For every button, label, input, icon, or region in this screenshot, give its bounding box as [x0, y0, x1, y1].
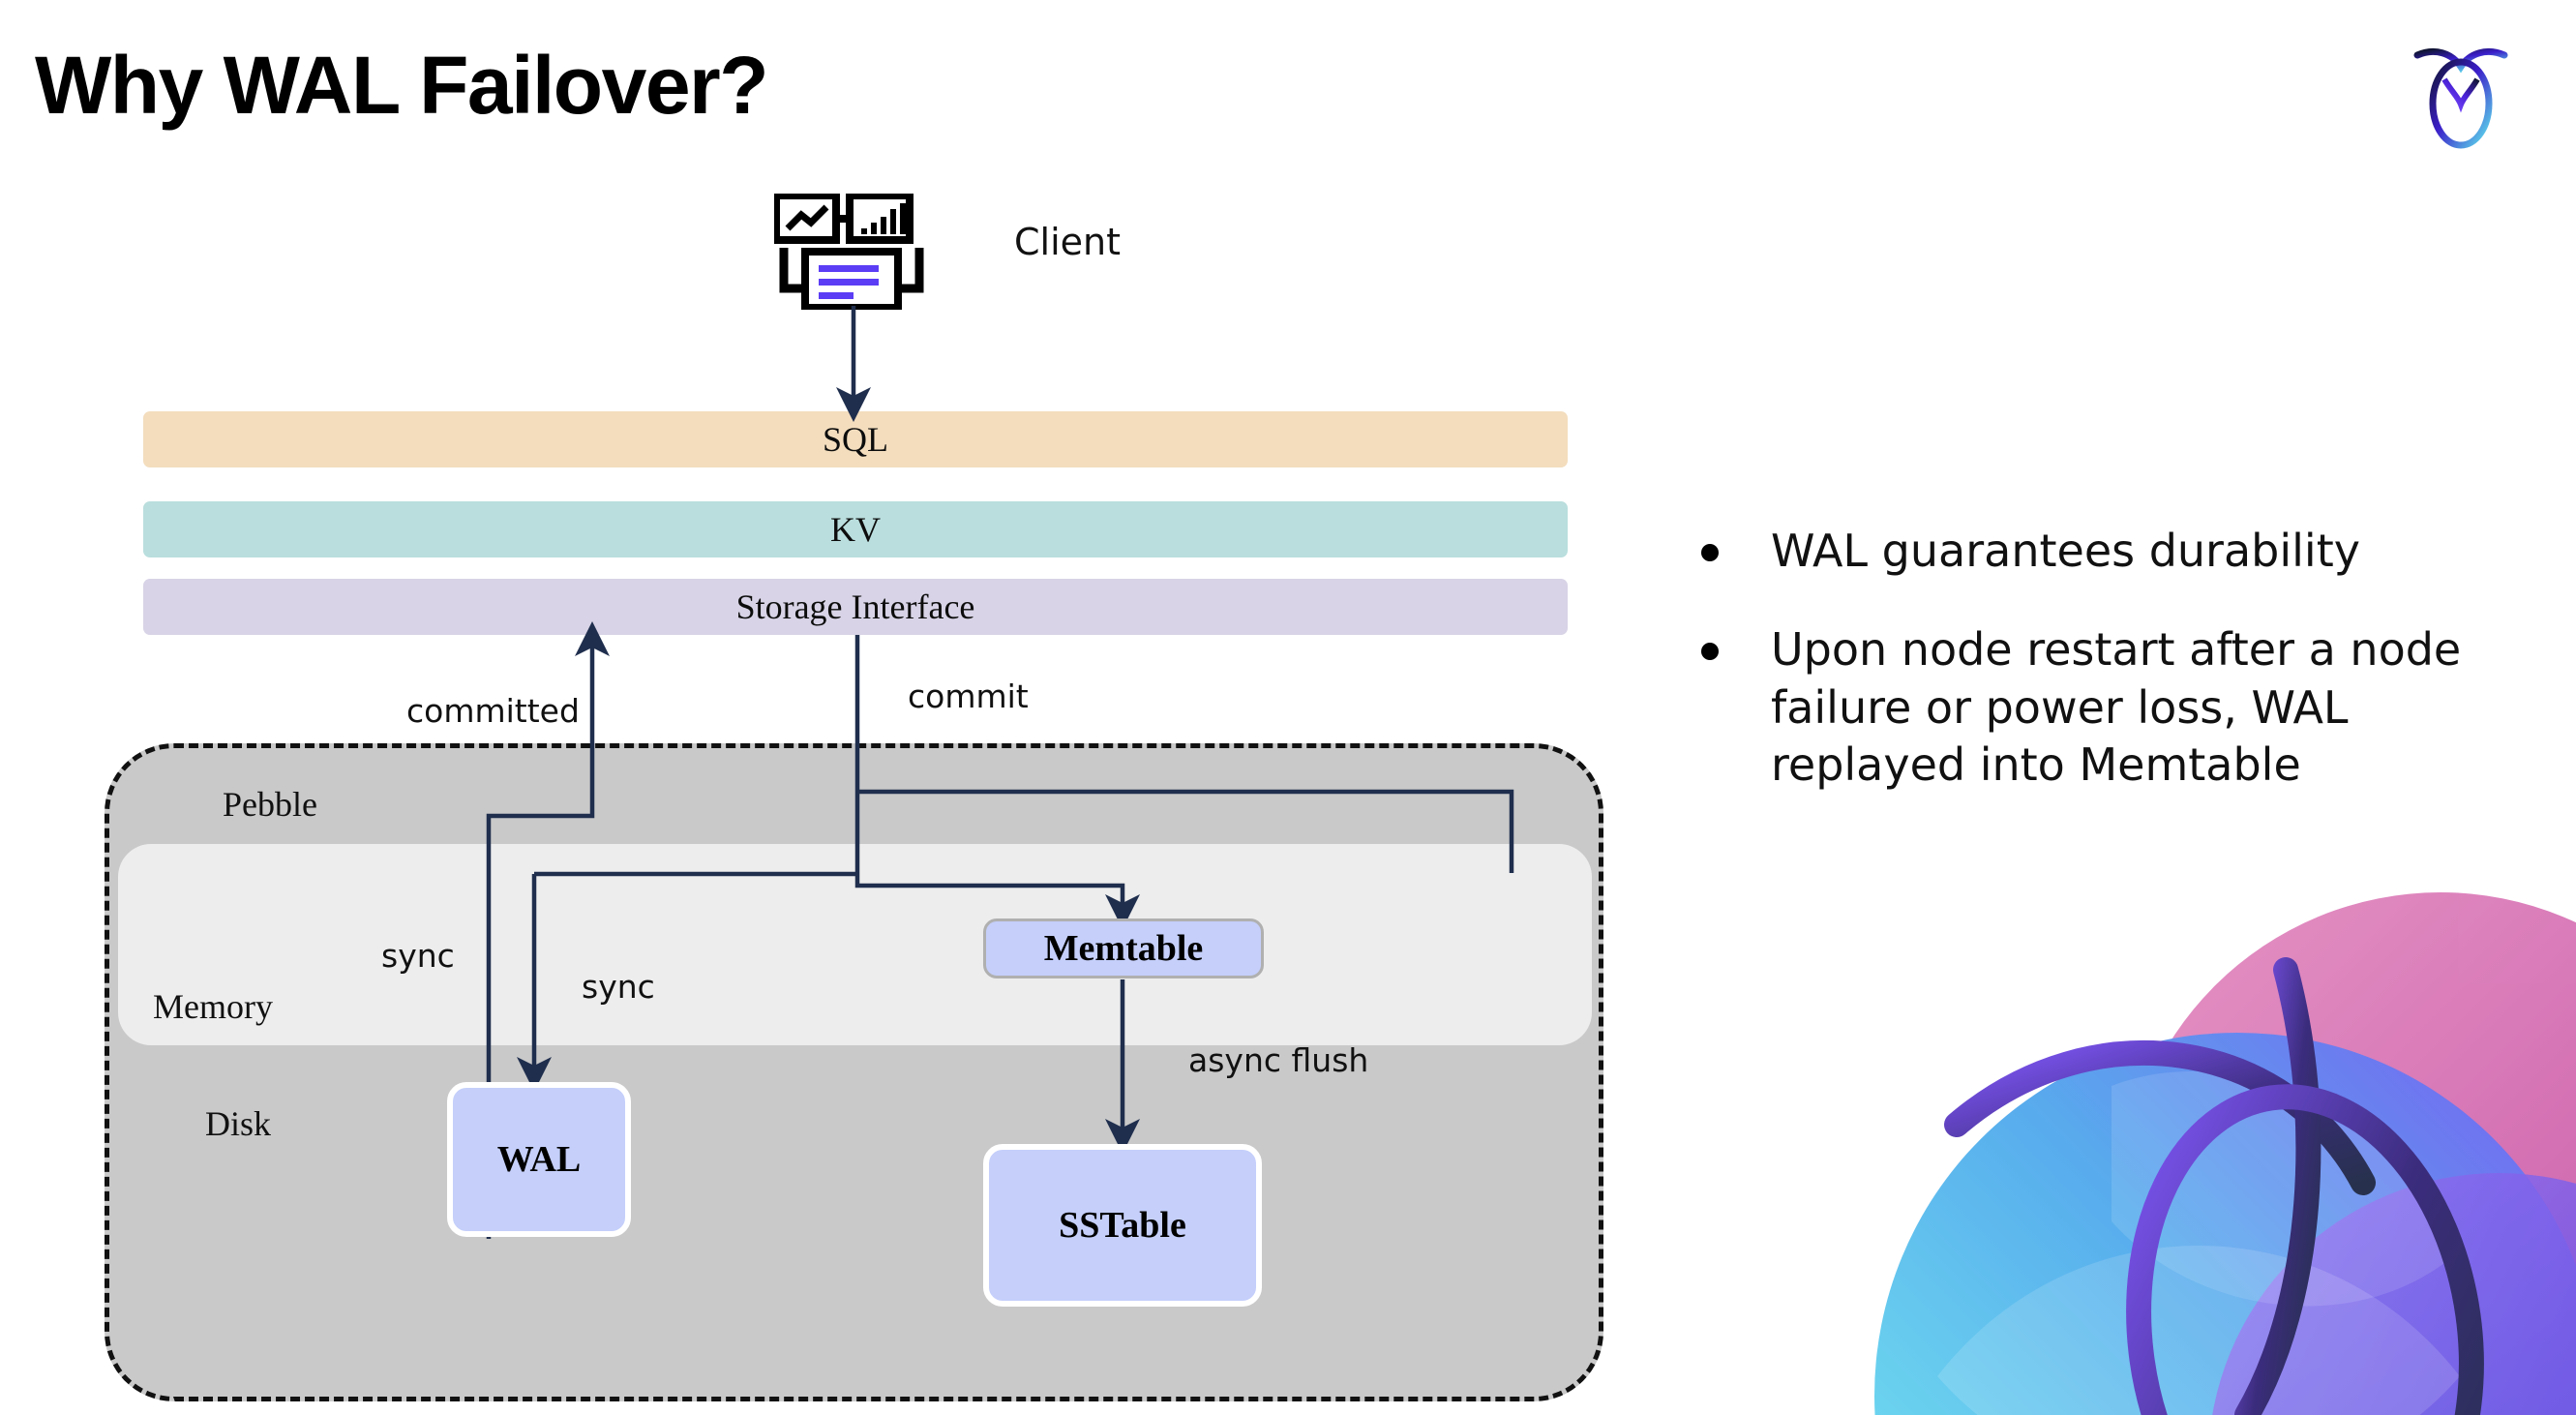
cockroachdb-logo-icon [2398, 27, 2524, 153]
edge-label-commit: commit [908, 677, 1029, 715]
sstable-node: SSTable [983, 1144, 1262, 1307]
sstable-label: SSTable [1059, 1205, 1186, 1246]
storage-interface-layer-bar: Storage Interface [143, 579, 1568, 635]
kv-layer-label: KV [830, 510, 881, 549]
kv-layer-bar: KV [143, 501, 1568, 557]
memory-label: Memory [153, 987, 273, 1026]
list-item: Upon node restart after a node failure o… [1701, 621, 2504, 795]
list-item: WAL guarantees durability [1701, 523, 2504, 581]
page-title: Why WAL Failover? [35, 40, 769, 131]
bullet-dot-icon [1701, 544, 1719, 561]
memory-region [118, 844, 1592, 1045]
bullet-dot-icon [1701, 642, 1719, 660]
wal-label: WAL [496, 1139, 582, 1180]
bullet-text: Upon node restart after a node failure o… [1771, 622, 2462, 792]
memtable-label: Memtable [1043, 928, 1204, 969]
disk-label: Disk [205, 1104, 272, 1143]
bullet-text: WAL guarantees durability [1771, 525, 2360, 577]
pebble-label: Pebble [223, 785, 317, 824]
edge-label-sync-right: sync [582, 968, 655, 1006]
client-label: Client [1014, 221, 1122, 263]
bullet-list: WAL guarantees durability Upon node rest… [1701, 523, 2504, 835]
edge-label-sync-left: sync [381, 937, 455, 975]
storage-interface-layer-label: Storage Interface [735, 587, 975, 626]
sql-layer-label: SQL [822, 420, 888, 459]
wal-node: WAL [447, 1082, 631, 1237]
client-dashboard-icon [772, 192, 929, 312]
edge-label-async-flush: async flush [1188, 1041, 1369, 1079]
memtable-node: Memtable [983, 918, 1264, 978]
edge-label-committed: committed [406, 692, 580, 730]
